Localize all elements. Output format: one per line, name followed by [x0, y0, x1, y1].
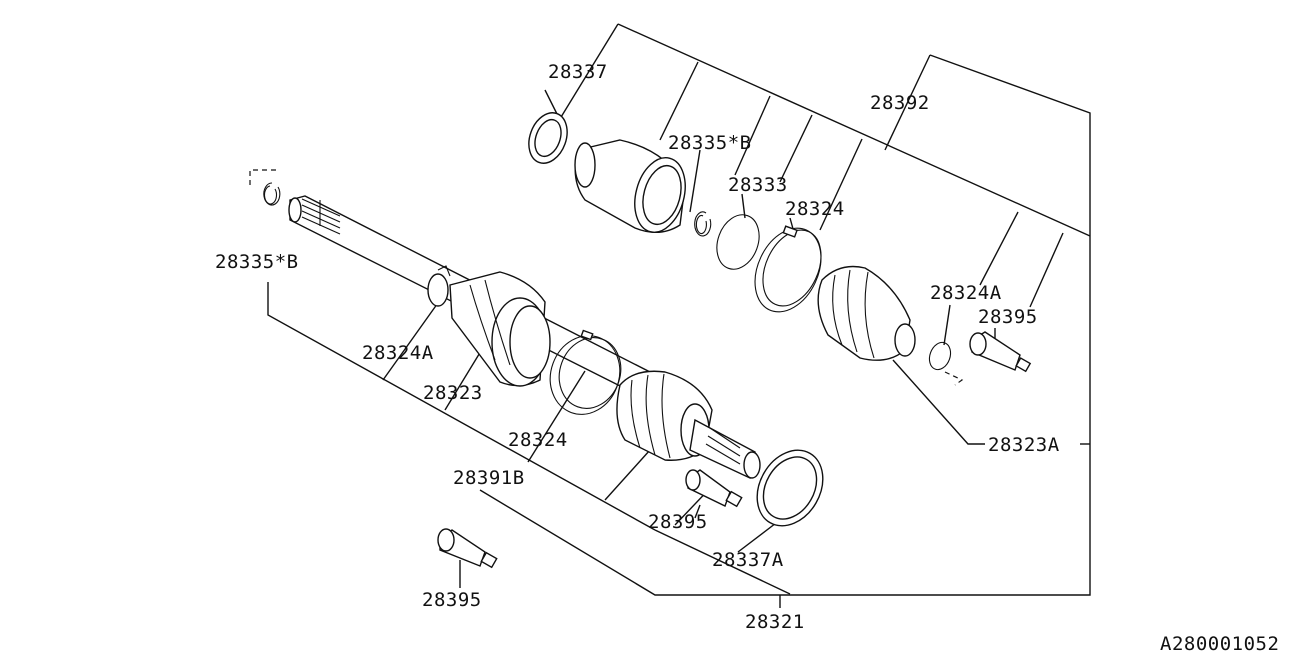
- label-28324-top: 28324: [785, 198, 845, 220]
- clamp-28324a-right: [928, 341, 964, 386]
- clamp-28324a-left: [427, 265, 451, 307]
- grease-tube-bottom: [437, 528, 498, 569]
- diagram-code: A280001052: [1160, 633, 1279, 653]
- boot-28323a: [817, 265, 916, 361]
- joint-housing: [574, 139, 686, 233]
- parts: [249, 112, 1032, 569]
- label-28335b-top: 28335*B: [668, 132, 752, 154]
- ring-28337a: [756, 449, 824, 527]
- band-28324-mid: [549, 329, 622, 415]
- ring-28333: [716, 214, 760, 270]
- band-28324-top: [754, 225, 822, 313]
- label-28392: 28392: [870, 92, 930, 114]
- grease-tube-right: [969, 331, 1032, 373]
- label-28323: 28323: [423, 382, 483, 404]
- snap-ring-top: [694, 211, 712, 237]
- label-28324a-right: 28324A: [930, 282, 1002, 304]
- label-28324a-left: 28324A: [362, 342, 434, 364]
- label-28391b: 28391B: [453, 467, 525, 489]
- leader-lines: [267, 23, 1091, 608]
- label-28323a: 28323A: [988, 434, 1060, 456]
- grease-tube-mid: [685, 469, 743, 508]
- part-labels: 28337 28335*B 28392 28333 28324 28324A 2…: [215, 61, 1279, 653]
- boot-outboard: [616, 370, 761, 480]
- label-28324-mid: 28324: [508, 429, 568, 451]
- circlip-left: [249, 169, 281, 206]
- label-28333: 28333: [728, 174, 788, 196]
- ring-28337: [528, 112, 568, 164]
- label-28321: 28321: [745, 611, 805, 633]
- label-28395-right: 28395: [978, 306, 1038, 328]
- label-28337: 28337: [548, 61, 608, 83]
- label-28395-bottom: 28395: [422, 589, 482, 611]
- label-28335b-left: 28335*B: [215, 251, 299, 273]
- boot-inboard: [449, 271, 551, 387]
- label-28337a: 28337A: [712, 549, 784, 571]
- label-28395-mid: 28395: [648, 511, 708, 533]
